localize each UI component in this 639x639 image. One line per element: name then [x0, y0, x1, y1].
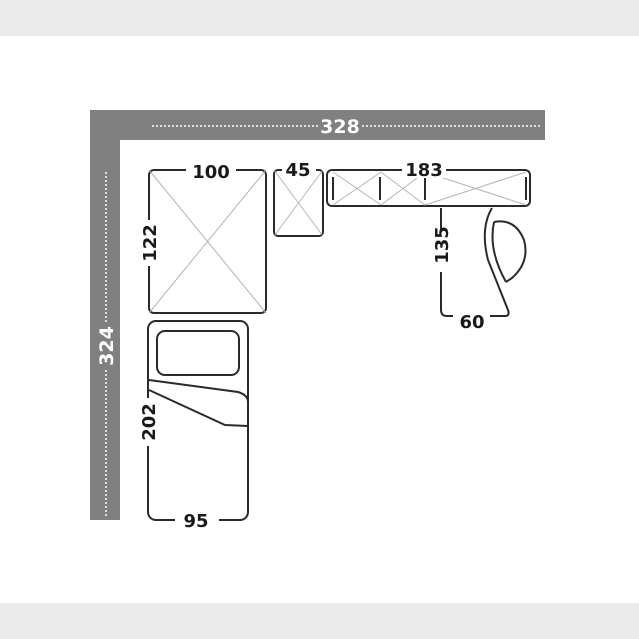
- bed: 202 95: [138, 320, 249, 532]
- shelf-unit: 183: [326, 160, 531, 207]
- wardrobe-width-label: 100: [192, 162, 230, 183]
- cabinet-width-label: 45: [285, 160, 310, 181]
- left-wall: [90, 110, 120, 520]
- room-width-label: 328: [320, 116, 360, 138]
- room-depth-label: 324: [96, 326, 118, 366]
- bed-width-label: 95: [183, 511, 208, 532]
- bed-length-label: 202: [139, 403, 160, 441]
- bottom-band: [0, 603, 639, 639]
- wardrobe: 100 122: [139, 160, 267, 314]
- top-band: [0, 0, 639, 36]
- cabinet: 45: [273, 160, 324, 237]
- wardrobe-depth-label: 122: [140, 224, 161, 262]
- top-wall: [90, 110, 545, 140]
- shelf-width-label: 183: [405, 160, 443, 181]
- desk-depth-label: 60: [459, 312, 484, 333]
- desk-length-label: 135: [432, 226, 453, 264]
- desk-chair: 135 60: [432, 207, 527, 333]
- pillow: [156, 330, 240, 376]
